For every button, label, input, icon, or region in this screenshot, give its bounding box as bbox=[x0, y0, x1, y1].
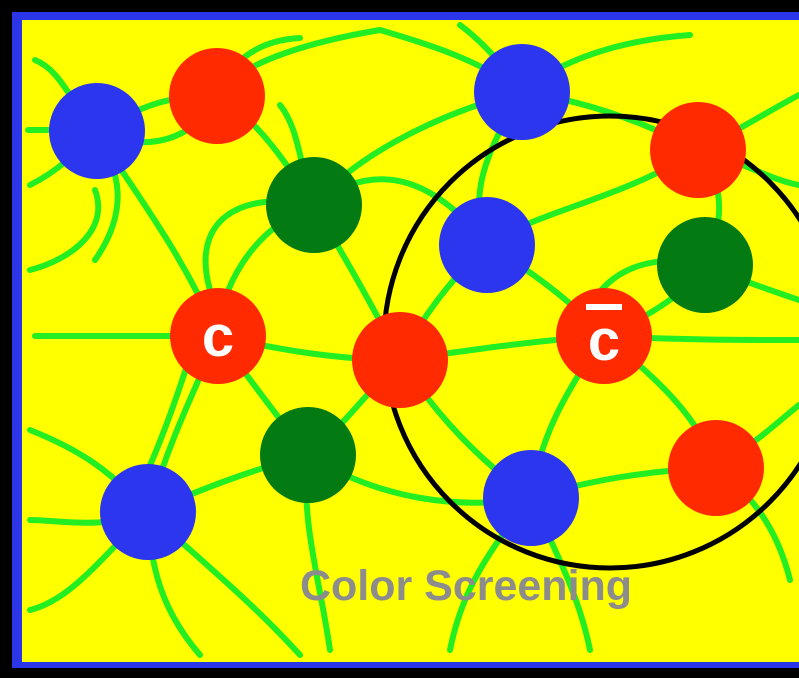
particle-blue bbox=[439, 197, 535, 293]
particle-blue bbox=[483, 450, 579, 546]
antiquark-bar bbox=[586, 304, 622, 310]
charm-quark-label: c bbox=[202, 304, 234, 369]
particle-green bbox=[657, 217, 753, 313]
particle-red bbox=[650, 102, 746, 198]
particle-blue bbox=[474, 44, 570, 140]
particle-red bbox=[668, 420, 764, 516]
particle-blue bbox=[49, 83, 145, 179]
particles: c c bbox=[49, 44, 764, 560]
anticharm-quark bbox=[556, 288, 652, 384]
particle-green bbox=[266, 157, 362, 253]
particle-blue bbox=[100, 464, 196, 560]
anticharm-quark-label: c bbox=[588, 308, 620, 373]
particle-red bbox=[352, 312, 448, 408]
diagram-caption: Color Screening bbox=[300, 562, 632, 610]
particle-red bbox=[169, 48, 265, 144]
charm-quark bbox=[170, 288, 266, 384]
particle-green bbox=[260, 407, 356, 503]
